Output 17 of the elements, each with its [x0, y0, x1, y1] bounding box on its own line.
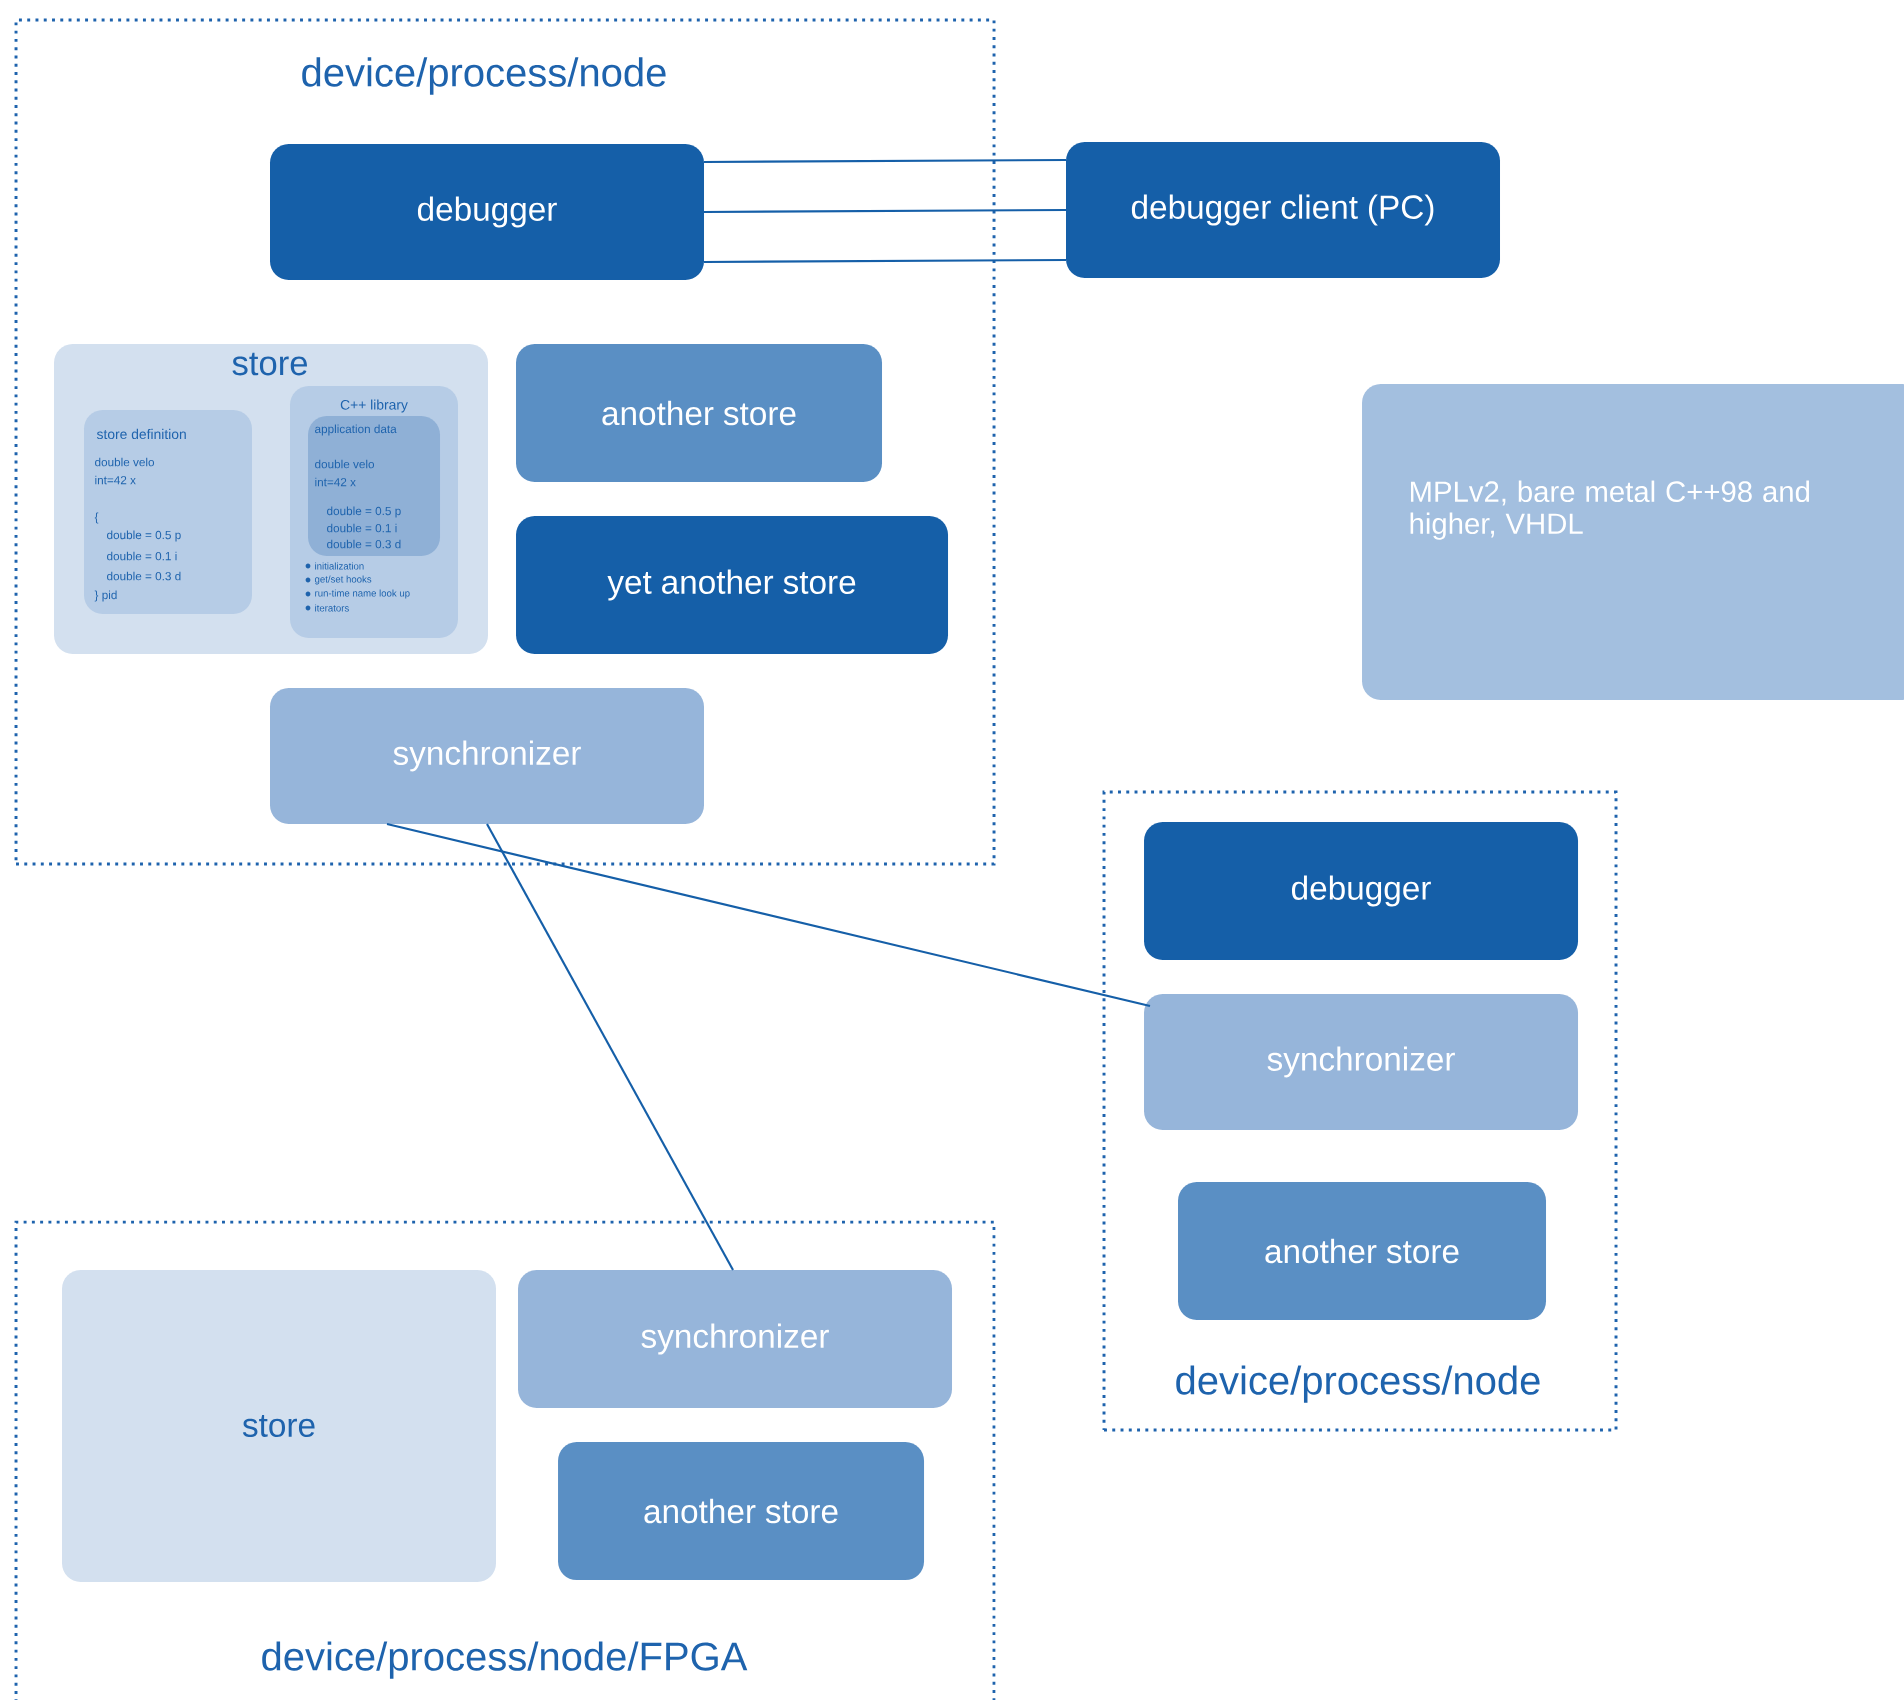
process-box: debugger	[1144, 822, 1579, 960]
store-box: store	[62, 1270, 496, 1583]
process-box: debugger	[270, 144, 704, 280]
synchronizer-box: synchronizer	[270, 688, 704, 824]
synchronizer-box: synchronizer	[1144, 994, 1579, 1130]
connector-line	[704, 158, 1066, 164]
connector-line	[386, 822, 1151, 1008]
info-box: MPLv2, bare metal C++98 and higher, VHDL	[1362, 384, 1904, 700]
store-box: another store	[1178, 1182, 1546, 1320]
connector-line	[704, 208, 1066, 214]
store-box: yet another store	[516, 516, 948, 655]
store-box: another store	[516, 344, 882, 483]
store-box: another store	[558, 1442, 925, 1581]
connector-line	[486, 823, 734, 1271]
connector-line	[704, 258, 1066, 264]
synchronizer-box: synchronizer	[518, 1270, 952, 1409]
process-box: debugger client (PC)	[1066, 142, 1500, 278]
